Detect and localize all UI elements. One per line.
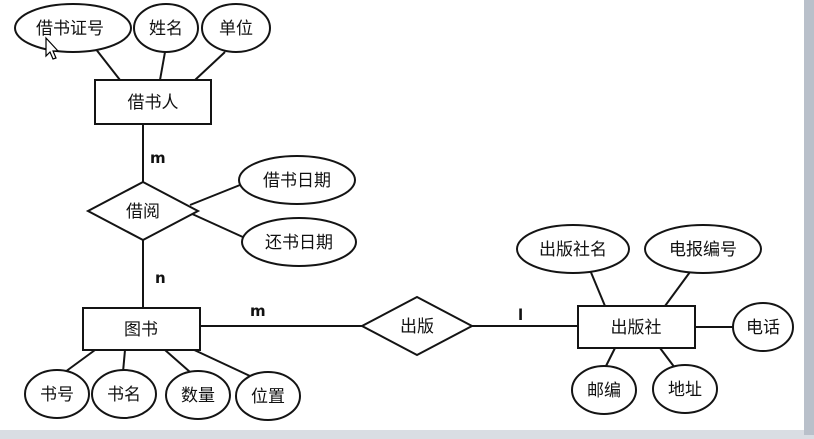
- attr-book-location[interactable]: 位置: [235, 371, 301, 421]
- entity-book-label: 图书: [124, 320, 158, 340]
- attr-borrower-unit[interactable]: 单位: [201, 3, 271, 53]
- svg-text:姓名: 姓名: [149, 19, 183, 39]
- svg-text:借书证号: 借书证号: [36, 19, 104, 39]
- line-publisher-telegraph: [664, 271, 691, 307]
- line-publisher-name: [589, 269, 606, 307]
- cardinality-publish-publisher: l: [518, 306, 523, 324]
- svg-text:数量: 数量: [181, 386, 215, 406]
- line-book-location: [189, 347, 251, 377]
- relationship-publish-label: 出版: [400, 317, 434, 337]
- line-return-date: [189, 212, 246, 239]
- cardinality-borrower-borrow: m: [150, 149, 166, 167]
- line-borrow-date: [189, 184, 241, 206]
- attr-book-isbn[interactable]: 书号: [24, 369, 90, 419]
- attr-book-quantity[interactable]: 数量: [165, 370, 231, 420]
- line-book-quantity: [164, 349, 191, 373]
- svg-text:书号: 书号: [40, 385, 74, 405]
- attr-publisher-address[interactable]: 地址: [652, 364, 718, 414]
- connector-lines: [64, 47, 735, 377]
- svg-text:邮编: 邮编: [587, 381, 621, 401]
- line-book-title: [122, 349, 126, 373]
- svg-text:单位: 单位: [219, 19, 253, 39]
- entity-borrower[interactable]: 借书人: [94, 79, 212, 125]
- svg-text:书名: 书名: [107, 385, 141, 405]
- attr-book-title[interactable]: 书名: [91, 369, 157, 419]
- attr-publisher-postcode[interactable]: 邮编: [571, 365, 637, 415]
- svg-text:电话: 电话: [746, 318, 780, 338]
- attr-publisher-telegraph[interactable]: 电报编号: [644, 224, 762, 274]
- svg-text:电报编号: 电报编号: [669, 240, 737, 260]
- relationship-borrow-label: 借阅: [126, 202, 160, 222]
- entity-borrower-label: 借书人: [128, 93, 179, 113]
- svg-text:借书日期: 借书日期: [263, 171, 331, 191]
- relationship-borrow[interactable]: 借阅: [85, 180, 201, 242]
- attr-borrower-card-id[interactable]: 借书证号: [14, 3, 132, 53]
- attr-borrow-date[interactable]: 借书日期: [238, 155, 356, 205]
- attr-publisher-phone[interactable]: 电话: [732, 302, 794, 352]
- svg-text:位置: 位置: [251, 387, 285, 407]
- line-borrower-name: [159, 51, 166, 81]
- line-borrower-unit: [194, 51, 226, 81]
- attr-publisher-name[interactable]: 出版社名: [516, 224, 630, 274]
- line-publisher-postcode: [604, 347, 616, 369]
- entity-publisher[interactable]: 出版社: [577, 305, 696, 349]
- window-scrollbar-edge: [804, 0, 814, 435]
- line-book-isbn: [64, 349, 96, 373]
- entity-publisher-label: 出版社: [611, 318, 662, 338]
- entity-book[interactable]: 图书: [82, 307, 201, 351]
- attr-return-date[interactable]: 还书日期: [241, 217, 357, 267]
- svg-text:出版社名: 出版社名: [539, 240, 607, 260]
- line-borrower-card-id: [94, 47, 121, 81]
- relationship-publish[interactable]: 出版: [359, 295, 475, 357]
- line-publisher-address: [659, 347, 676, 369]
- svg-text:地址: 地址: [668, 380, 702, 400]
- attr-borrower-name[interactable]: 姓名: [133, 3, 199, 53]
- cardinality-borrow-book: n: [155, 269, 166, 287]
- mouse-cursor-icon: [45, 36, 60, 60]
- cardinality-book-publish: m: [250, 302, 266, 320]
- svg-text:还书日期: 还书日期: [265, 233, 333, 253]
